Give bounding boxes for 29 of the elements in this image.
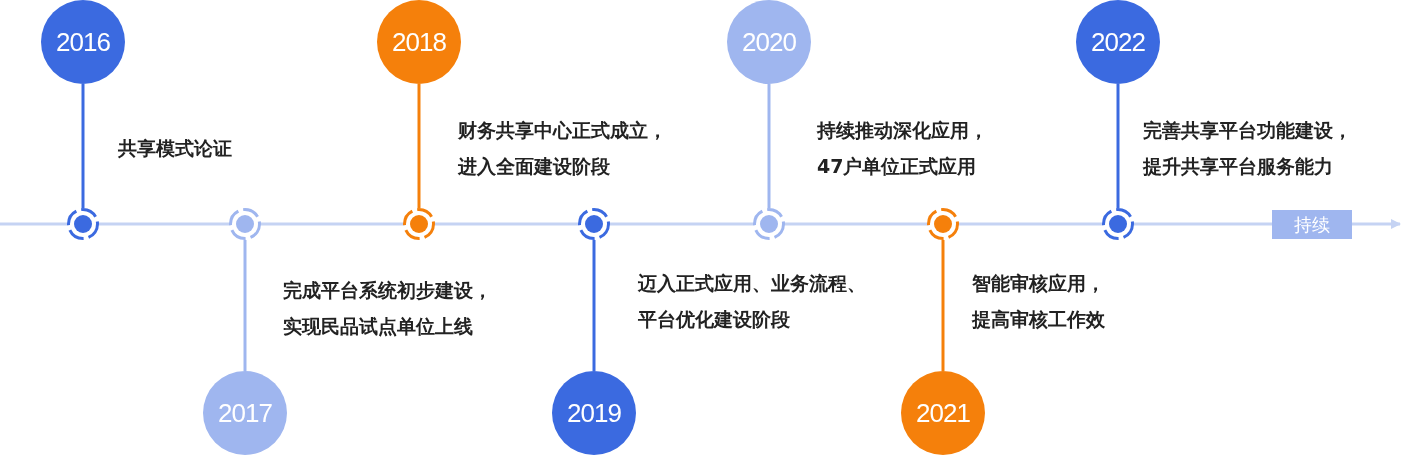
connector-line <box>767 84 771 208</box>
connector-line <box>243 240 247 371</box>
timeline-dot <box>753 208 785 240</box>
year-circle: 2020 <box>727 0 811 84</box>
connector-line <box>1116 84 1120 208</box>
timeline-dot <box>578 208 610 240</box>
milestone-description: 智能审核应用，提高审核工作效 <box>972 271 1106 332</box>
connector-line <box>81 84 85 208</box>
year-circle: 2021 <box>901 371 985 455</box>
milestone-description: 共享模式论证 <box>118 136 233 161</box>
continue-tag: 持续 <box>1272 210 1352 239</box>
milestone-description: 完善共享平台功能建设，提升共享平台服务能力 <box>1143 118 1353 179</box>
milestone-description: 迈入正式应用、业务流程、平台优化建设阶段 <box>638 271 867 332</box>
connector-line <box>417 84 421 208</box>
year-circle: 2022 <box>1076 0 1160 84</box>
connector-line <box>592 240 596 371</box>
year-circle: 2016 <box>41 0 125 84</box>
milestone-description: 完成平台系统初步建设，实现民品试点单位上线 <box>283 278 493 339</box>
year-circle: 2018 <box>377 0 461 84</box>
milestone-description: 持续推动深化应用，47户单位正式应用 <box>817 118 989 179</box>
connector-line <box>941 240 945 371</box>
timeline-dot <box>927 208 959 240</box>
year-circle: 2017 <box>203 371 287 455</box>
timeline-dot <box>67 208 99 240</box>
year-circle: 2019 <box>552 371 636 455</box>
timeline-dot <box>229 208 261 240</box>
timeline-dot <box>403 208 435 240</box>
timeline-dot <box>1102 208 1134 240</box>
milestone-description: 财务共享中心正式成立，进入全面建设阶段 <box>458 118 668 179</box>
